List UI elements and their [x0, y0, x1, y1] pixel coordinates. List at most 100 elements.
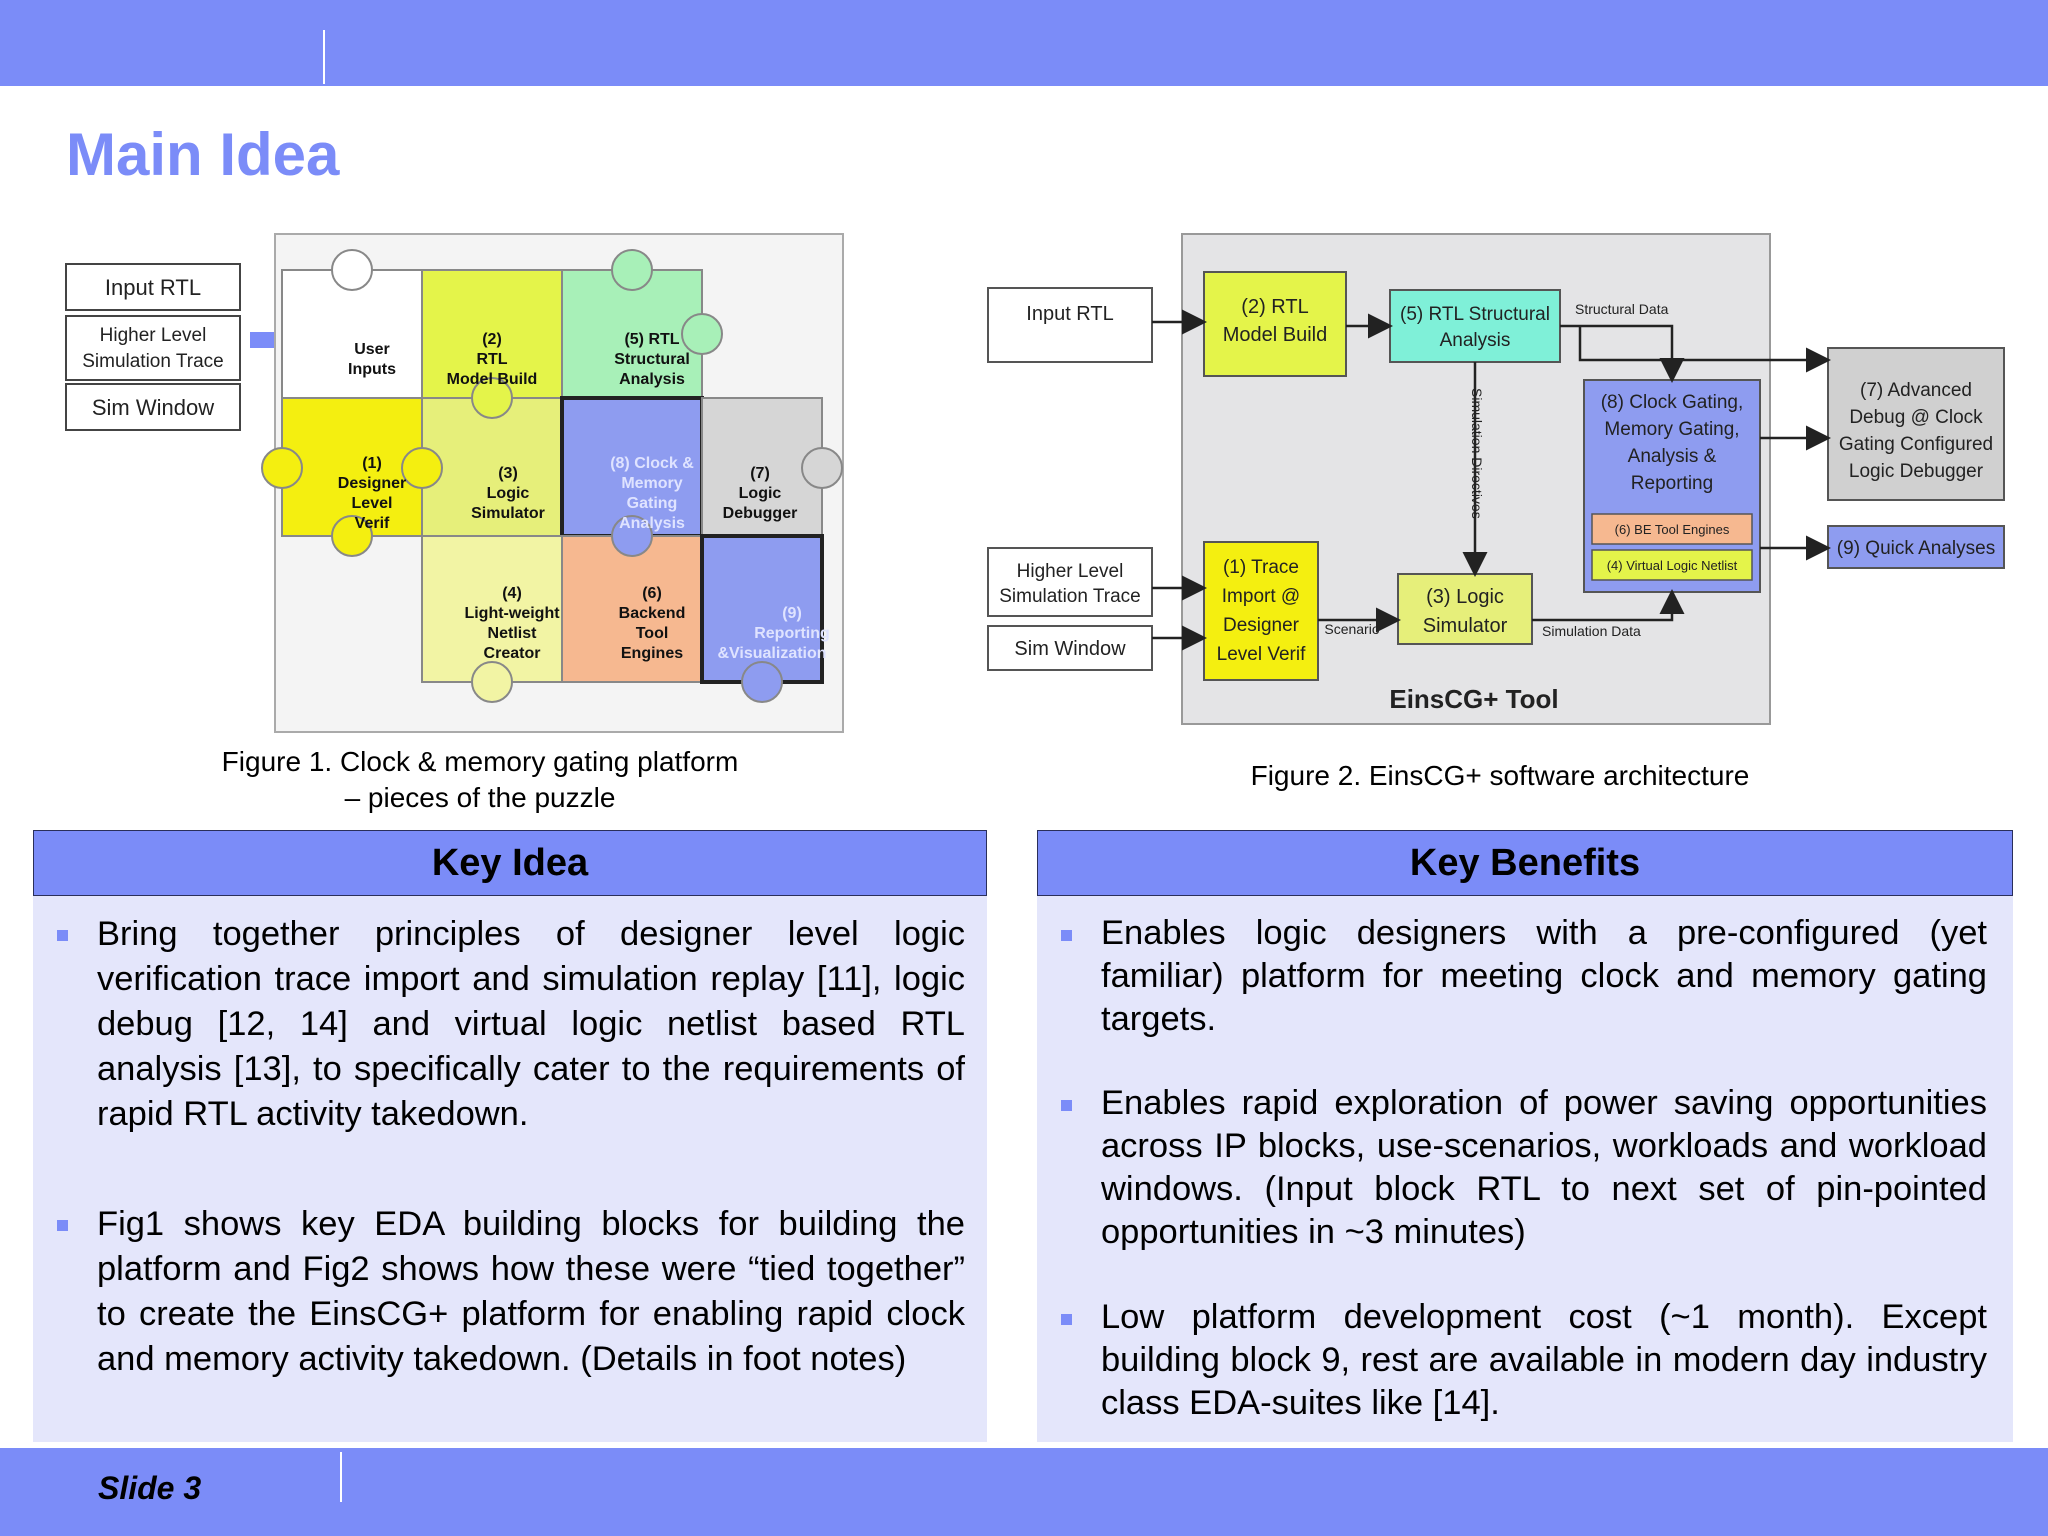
fig2-trace-import-4: Level Verif — [1217, 644, 1306, 665]
fig2-clock-gating-3: Analysis & — [1628, 446, 1717, 467]
bullet-icon — [1061, 1100, 1072, 1111]
label-user-inputs-1: User — [354, 341, 390, 358]
piece-reporting — [700, 534, 824, 684]
header-divider — [323, 30, 325, 84]
bullet-icon — [57, 930, 68, 941]
fig2-tool-name: EinsCG+ Tool — [1389, 684, 1558, 714]
label-p6-4: Engines — [621, 645, 683, 662]
fig1-sim-window: Sim Window — [92, 395, 214, 420]
label-p6-1: (6) — [642, 585, 662, 602]
fig2-simulation-directives: Simulation Directives — [1469, 388, 1485, 519]
key-idea-heading: Key Idea — [33, 830, 987, 896]
fig2-clock-gating-1: (8) Clock Gating, — [1601, 392, 1744, 413]
label-p4-2: Light-weight — [464, 605, 560, 622]
fig2-be-tool: (6) BE Tool Engines — [1615, 522, 1730, 537]
label-p1-1: (1) — [362, 455, 382, 472]
label-p2-2: RTL — [476, 351, 507, 368]
key-benefits-bullet-1: Enables logic designers with a pre-confi… — [1101, 914, 1987, 1038]
fig1-higher-level-2: Simulation Trace — [82, 351, 224, 372]
label-p8-1: (8) Clock & — [610, 455, 694, 472]
piece-rtl-structural — [561, 269, 703, 399]
label-p4-1: (4) — [502, 585, 522, 602]
fig2-clock-gating-4: Reporting — [1631, 473, 1713, 494]
label-p9-3: &Visualization — [717, 645, 826, 662]
figure-2-caption: Figure 2. EinsCG+ software architecture — [1250, 760, 1750, 791]
label-p9-2: Reporting — [754, 625, 830, 642]
header-bar — [0, 0, 2048, 86]
key-benefits-panel: Key Benefits Enables logic designers wit… — [1037, 830, 2013, 1442]
bullet-icon — [1061, 930, 1072, 941]
label-p4-4: Creator — [484, 645, 541, 662]
page-title: Main Idea — [66, 121, 340, 188]
piece-netlist-creator — [421, 535, 563, 683]
label-p5-2: Structural — [614, 351, 690, 368]
piece-logic-simulator — [421, 397, 563, 537]
label-p3-2: Logic — [487, 485, 530, 502]
label-p7-2: Logic — [739, 485, 782, 502]
slide-number: Slide 3 — [98, 1470, 202, 1506]
fig2-arrows — [1152, 309, 1831, 651]
label-p1-3: Level — [352, 495, 393, 512]
key-benefits-bullet-3: Low platform development cost (~1 month)… — [1101, 1298, 1987, 1422]
piece-backend-tool — [561, 535, 703, 683]
label-p9-1: (9) — [782, 605, 802, 622]
label-p6-3: Tool — [636, 625, 669, 642]
figure-1-puzzle: Input RTL Higher Level Simulation Trace … — [65, 233, 844, 733]
fig2-trace-import-2: Import @ — [1222, 586, 1300, 607]
piece-designer-verif — [281, 397, 423, 537]
figure-1-caption-line2: – pieces of the puzzle — [344, 782, 616, 813]
fig2-sim-window: Sim Window — [1014, 638, 1126, 660]
fig2-advanced-debug-4: Logic Debugger — [1849, 461, 1984, 482]
key-benefits-bullet-2: Enables rapid exploration of power savin… — [1101, 1084, 1987, 1251]
figure-1-caption: Figure 1. Clock & memory gating platform… — [180, 744, 780, 816]
fig1-input-boxes: Input RTL Higher Level Simulation Trace … — [65, 263, 290, 431]
fig2-input-rtl: Input RTL — [1026, 303, 1113, 325]
label-p3-3: Simulator — [471, 505, 545, 522]
label-p2-1: (2) — [482, 331, 502, 348]
label-p8-2: Memory — [621, 475, 682, 492]
fig1-higher-level-1: Higher Level — [100, 325, 207, 346]
bullet-icon — [1061, 1314, 1072, 1325]
fig2-trace-import-3: Designer — [1223, 615, 1300, 636]
label-p5-3: Analysis — [619, 371, 685, 388]
fig2-virtual-netlist: (4) Virtual Logic Netlist — [1607, 558, 1738, 573]
fig2-advanced-debug-1: (7) Advanced — [1860, 380, 1972, 401]
label-p1-4: Verif — [355, 515, 390, 532]
label-p8-4: Analysis — [619, 515, 685, 532]
fig2-higher-level-2: Simulation Trace — [999, 586, 1141, 607]
key-idea-panel: Key Idea Bring together principles of de… — [33, 830, 987, 1442]
fig2-scenario: Scenario — [1324, 621, 1379, 637]
key-idea-bullet-1: Bring together principles of designer le… — [97, 915, 965, 1133]
fig2-structural-data: Structural Data — [1575, 301, 1669, 317]
label-p1-2: Designer — [338, 475, 406, 492]
bullet-icon — [57, 1220, 68, 1231]
fig2-quick-analyses: (9) Quick Analyses — [1837, 538, 1995, 559]
fig2-logic-sim-2: Simulator — [1423, 615, 1508, 637]
label-p7-1: (7) — [750, 465, 770, 482]
fig2-advanced-debug-3: Gating Configured — [1839, 434, 1993, 455]
figure-2-architecture: Input RTL Higher Level Simulation Trace … — [987, 233, 2005, 725]
fig2-simulation-data: Simulation Data — [1542, 623, 1641, 639]
fig2-trace-import-1: (1) Trace — [1223, 557, 1299, 578]
fig1-puzzle-pieces — [261, 249, 843, 703]
footer-divider — [340, 1452, 342, 1502]
fig2-higher-level-1: Higher Level — [1017, 561, 1124, 582]
piece-rtl-model-build — [421, 269, 563, 399]
label-p3-1: (3) — [498, 465, 518, 482]
label-user-inputs-2: Inputs — [348, 361, 396, 378]
label-p5-1: (5) RTL — [624, 331, 679, 348]
label-p4-3: Netlist — [488, 625, 538, 642]
figure-1-caption-line1: Figure 1. Clock & memory gating platform — [221, 746, 739, 777]
fig2-rtl-structural-2: Analysis — [1440, 330, 1511, 351]
label-p2-3: Model Build — [447, 371, 538, 388]
fig2-rtl-model-1: (2) RTL — [1241, 296, 1308, 318]
fig2-clock-gating-2: Memory Gating, — [1604, 419, 1739, 440]
fig2-advanced-debug-2: Debug @ Clock — [1849, 407, 1983, 428]
label-p8-3: Gating — [627, 495, 678, 512]
fig2-logic-sim-1: (3) Logic — [1426, 586, 1504, 608]
label-p7-3: Debugger — [723, 505, 798, 522]
fig2-rtl-structural-1: (5) RTL Structural — [1400, 304, 1550, 325]
fig2-rtl-model-2: Model Build — [1223, 324, 1328, 346]
key-benefits-heading: Key Benefits — [1037, 830, 2013, 896]
key-idea-bullet-2: Fig1 shows key EDA building blocks for b… — [97, 1205, 965, 1378]
